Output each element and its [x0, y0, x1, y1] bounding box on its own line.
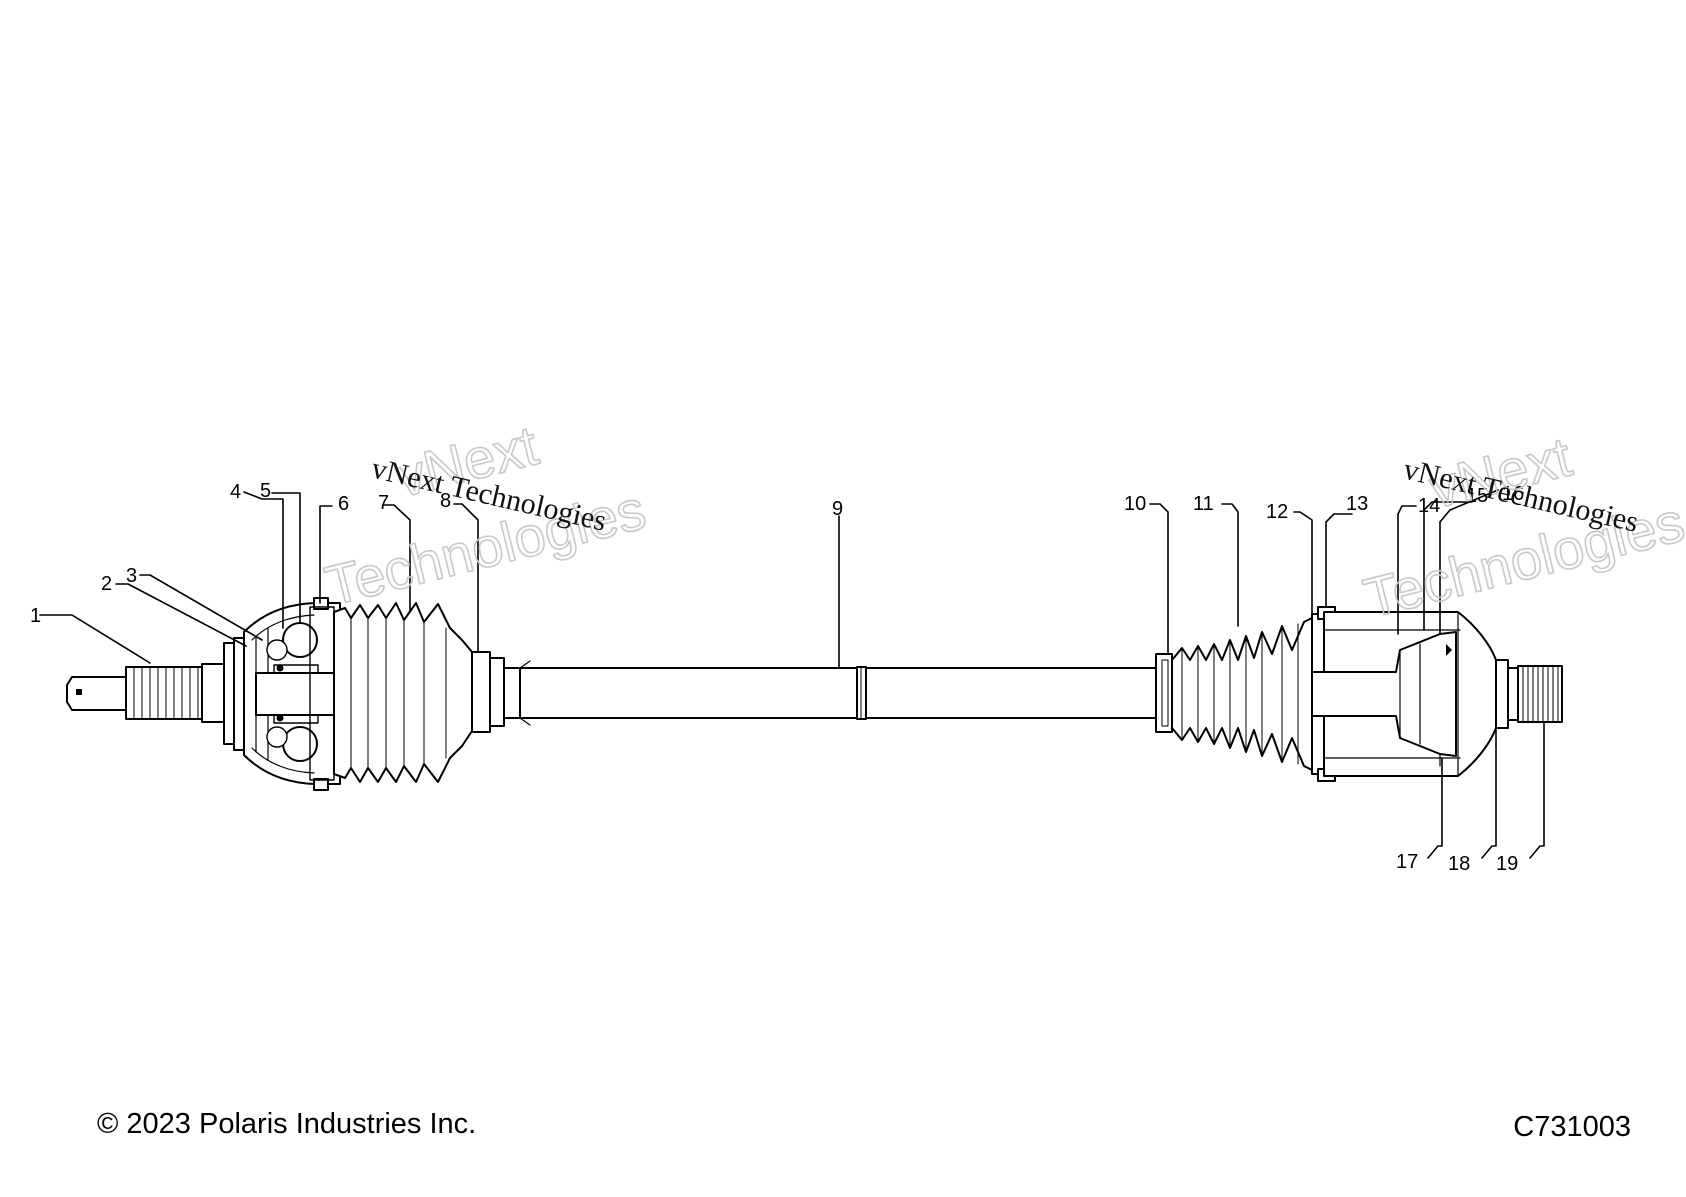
callout-11: 11 — [1193, 493, 1214, 515]
copyright-notice: © 2023 Polaris Industries Inc. — [97, 1108, 477, 1140]
left-stub-shaft — [66, 663, 225, 723]
left-boot — [333, 602, 521, 783]
callout-numbers: 1 2 3 4 5 6 7 8 9 10 11 12 13 14 15 16 1… — [30, 480, 1524, 875]
callout-6: 6 — [338, 493, 349, 515]
callout-14: 14 — [1418, 495, 1440, 517]
callout-5: 5 — [260, 480, 271, 502]
callout-19: 19 — [1496, 853, 1518, 875]
callout-10: 10 — [1124, 493, 1146, 515]
callout-18: 18 — [1448, 853, 1470, 875]
center-shaft — [519, 660, 1157, 726]
callout-15: 15 — [1466, 485, 1488, 507]
right-stub-shaft — [1495, 659, 1563, 729]
callout-13: 13 — [1346, 493, 1368, 515]
callout-17: 17 — [1396, 851, 1418, 873]
callout-3: 3 — [126, 565, 137, 587]
callout-4: 4 — [230, 481, 241, 503]
drawing-id: C731003 — [1513, 1111, 1631, 1143]
callout-2: 2 — [101, 573, 112, 595]
callout-7: 7 — [378, 492, 389, 514]
leader-lines — [39, 489, 1545, 859]
callout-16: 16 — [1502, 483, 1524, 505]
callout-12: 12 — [1266, 501, 1288, 523]
right-inner-cv-housing — [1311, 606, 1497, 782]
left-outer-cv-housing — [223, 597, 343, 791]
callout-1: 1 — [30, 605, 41, 627]
watermark-right: vNext Technologies vNext Technologies — [1357, 424, 1686, 631]
watermark-left: vNext Technologies vNext Technologies — [318, 413, 652, 619]
right-boot — [1155, 617, 1313, 771]
callout-8: 8 — [440, 490, 451, 512]
callout-9: 9 — [832, 498, 843, 520]
